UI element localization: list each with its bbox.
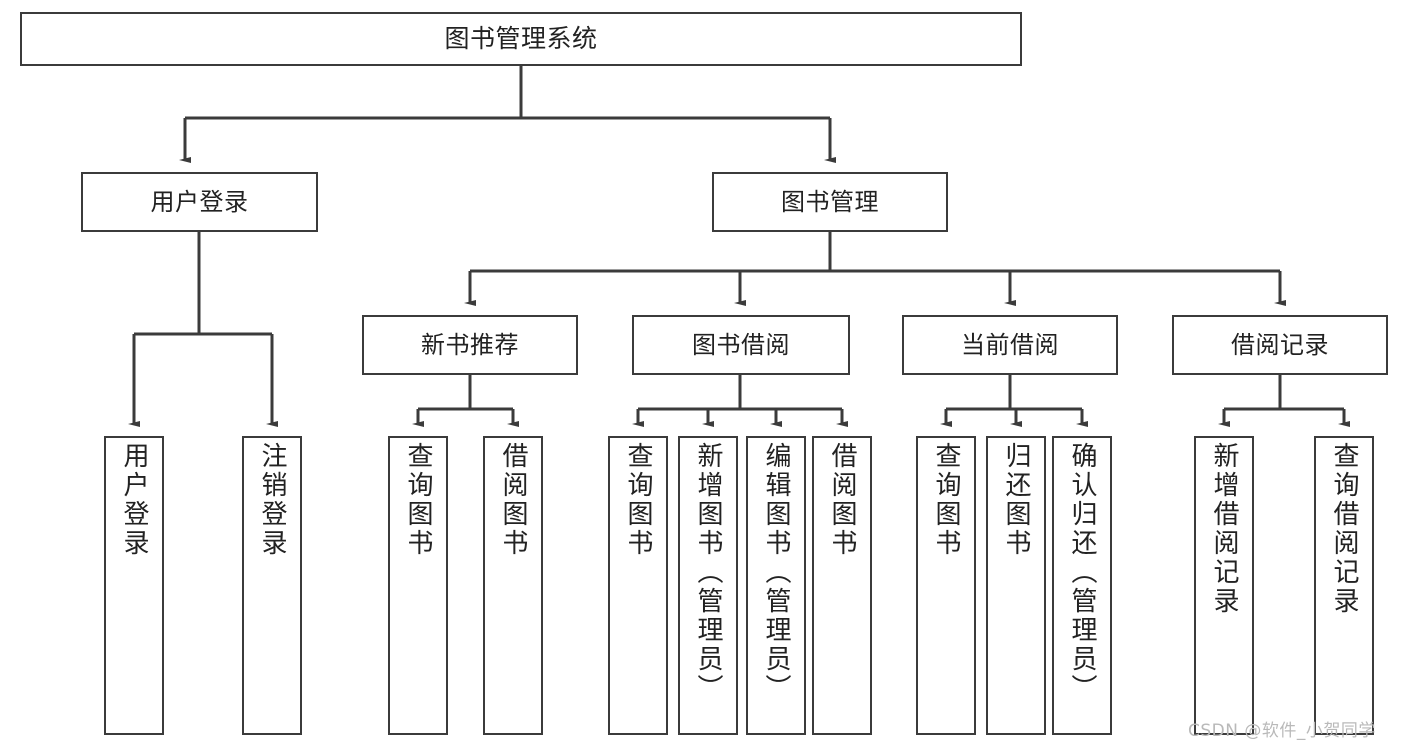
node-current-borrow-label: 当前借阅 [961,330,1059,359]
node-borrow-record-label: 借阅记录 [1231,330,1329,359]
node-leaf-borrow-book-2-label: 借阅图书 [827,442,857,558]
node-root-label: 图书管理系统 [444,24,598,54]
node-leaf-add-record[interactable]: 新增借阅记录 [1194,436,1254,735]
node-leaf-return-book-label: 归还图书 [1001,442,1031,558]
node-book-management[interactable]: 图书管理 [712,172,948,232]
node-leaf-add-book[interactable]: 新增图书（管理员） [678,436,738,735]
node-leaf-add-book-label: 新增图书（管理员） [693,442,723,703]
node-user-login[interactable]: 用户登录 [81,172,318,232]
node-leaf-return-book[interactable]: 归还图书 [986,436,1046,735]
node-leaf-user-login-label: 用户登录 [119,442,149,558]
node-leaf-user-logout-label: 注销登录 [257,442,287,558]
node-leaf-confirm-return-label: 确认归还（管理员） [1067,442,1097,703]
node-leaf-confirm-return[interactable]: 确认归还（管理员） [1052,436,1112,735]
watermark: CSDN @软件_小贺同学 [1188,721,1376,741]
node-leaf-edit-book-label: 编辑图书（管理员） [761,442,791,703]
node-root[interactable]: 图书管理系统 [20,12,1022,66]
node-leaf-query-record-label: 查询借阅记录 [1329,442,1359,616]
node-leaf-query-record[interactable]: 查询借阅记录 [1314,436,1374,735]
node-book-management-label: 图书管理 [781,187,879,216]
node-borrow-record[interactable]: 借阅记录 [1172,315,1388,375]
node-new-book-recommend-label: 新书推荐 [421,330,519,359]
node-user-login-label: 用户登录 [150,187,249,216]
node-book-borrow-label: 图书借阅 [692,330,790,359]
node-leaf-borrow-book-1-label: 借阅图书 [498,442,528,558]
node-leaf-user-logout[interactable]: 注销登录 [242,436,302,735]
node-leaf-user-login[interactable]: 用户登录 [104,436,164,735]
node-book-borrow[interactable]: 图书借阅 [632,315,850,375]
node-leaf-query-book-1-label: 查询图书 [403,442,433,558]
node-leaf-borrow-book-2[interactable]: 借阅图书 [812,436,872,735]
node-leaf-query-book-3-label: 查询图书 [931,442,961,558]
node-leaf-query-book-2-label: 查询图书 [623,442,653,558]
node-leaf-query-book-3[interactable]: 查询图书 [916,436,976,735]
node-leaf-query-book-2[interactable]: 查询图书 [608,436,668,735]
node-leaf-add-record-label: 新增借阅记录 [1209,442,1239,616]
node-current-borrow[interactable]: 当前借阅 [902,315,1118,375]
node-leaf-borrow-book-1[interactable]: 借阅图书 [483,436,543,735]
node-new-book-recommend[interactable]: 新书推荐 [362,315,578,375]
node-leaf-query-book-1[interactable]: 查询图书 [388,436,448,735]
node-leaf-edit-book[interactable]: 编辑图书（管理员） [746,436,806,735]
